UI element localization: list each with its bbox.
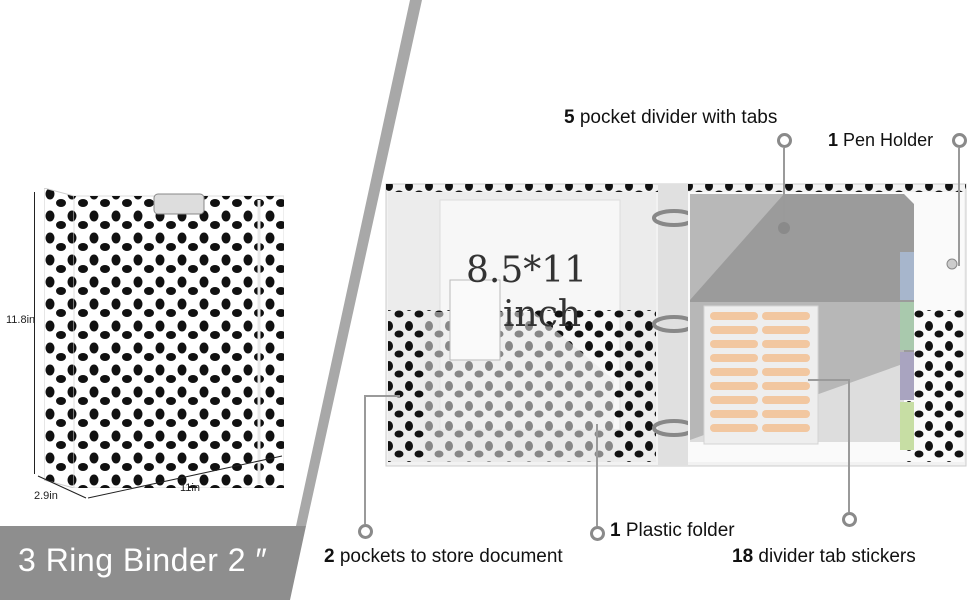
callout-pockets-label: pockets to store document bbox=[339, 546, 563, 567]
callout-pen-holder: 1 Pen Holder bbox=[828, 130, 933, 151]
callout-tab-stickers-line-horizontal bbox=[808, 379, 850, 381]
callout-pocket-divider-marker bbox=[777, 133, 792, 148]
height-dimension-line bbox=[34, 192, 35, 474]
callout-plastic-folder-label: Plastic folder bbox=[625, 520, 735, 541]
depth-dimension-line bbox=[37, 475, 87, 499]
callout-tab-stickers-line bbox=[848, 380, 850, 512]
callout-plastic-folder: 1 Plastic folder bbox=[610, 520, 735, 542]
closed-binder-image bbox=[43, 187, 285, 489]
callout-pockets-line bbox=[364, 396, 366, 524]
width-dimension-line bbox=[87, 455, 283, 499]
callout-pen-holder-line bbox=[958, 148, 960, 266]
callout-tab-stickers-label: divider tab stickers bbox=[758, 546, 916, 567]
callout-pockets-line-horizontal bbox=[364, 395, 400, 397]
title-banner bbox=[0, 526, 306, 600]
callout-pen-holder-label: Pen Holder bbox=[843, 130, 934, 150]
insert-size-line2: inch bbox=[503, 294, 582, 335]
callout-tab-stickers: 18 divider tab stickers bbox=[732, 546, 916, 568]
callout-tab-stickers-count: 18 bbox=[732, 546, 754, 567]
open-binder-image bbox=[385, 183, 967, 467]
insert-size-line1: 8.5*11 bbox=[466, 250, 588, 291]
callout-plastic-folder-line bbox=[596, 424, 598, 526]
callout-plastic-folder-count: 1 bbox=[610, 520, 621, 541]
depth-dimension-label: 2.9in bbox=[34, 490, 58, 502]
callout-pocket-divider-count: 5 bbox=[564, 107, 575, 128]
callout-pocket-divider-anchor bbox=[778, 222, 790, 234]
callout-pocket-divider: 5 pocket divider with tabs bbox=[564, 107, 777, 129]
width-dimension-label: 11in bbox=[180, 482, 200, 494]
callout-pocket-divider-label: pocket divider with tabs bbox=[579, 107, 778, 128]
height-dimension-label: 11.8in bbox=[6, 314, 36, 326]
callout-plastic-folder-marker bbox=[590, 526, 605, 541]
callout-pockets-count: 2 bbox=[324, 546, 335, 567]
page-title: 3 Ring Binder 2 ″ bbox=[18, 542, 268, 578]
callout-pockets-marker bbox=[358, 524, 373, 539]
callout-tab-stickers-marker bbox=[842, 512, 857, 527]
callout-pockets: 2 pockets to store document bbox=[324, 546, 563, 568]
callout-pocket-divider-line bbox=[783, 148, 785, 224]
callout-pen-holder-marker bbox=[952, 133, 967, 148]
callout-pen-holder-count: 1 bbox=[828, 130, 839, 150]
